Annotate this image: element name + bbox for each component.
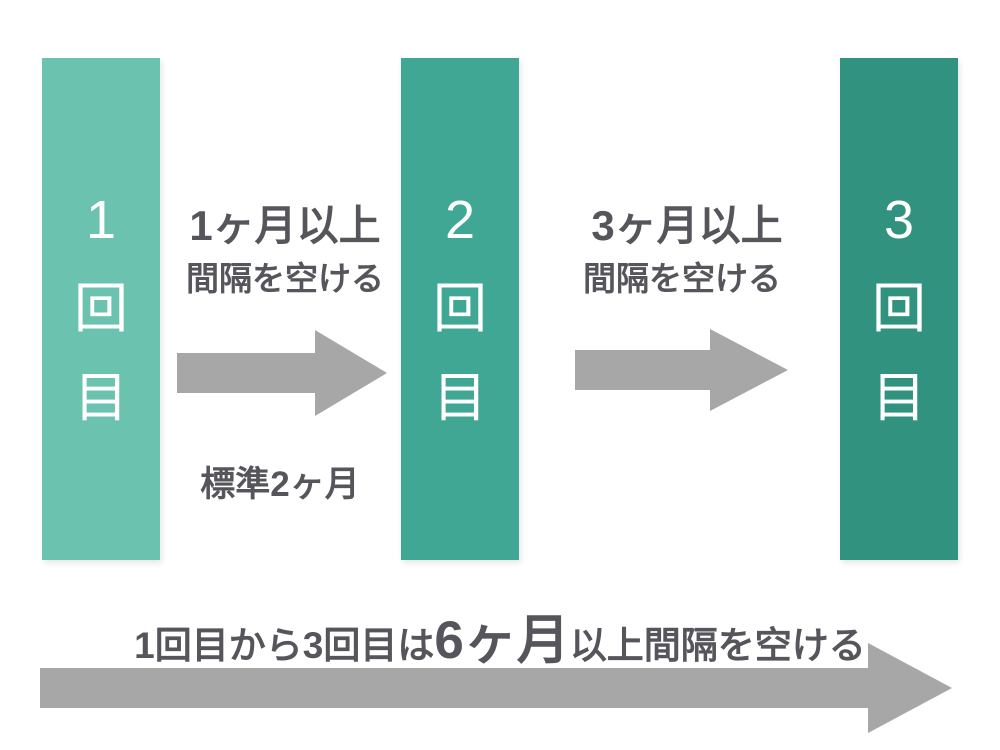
overall-note-prefix: 1回目から3回目は <box>134 625 435 666</box>
dose-2-bar: 2 回 目 <box>401 58 519 560</box>
overall-note-suffix: 以上間隔を空ける <box>569 625 866 666</box>
interval-2-title: 3ヶ月以上 <box>591 202 783 249</box>
interval-1-subtitle: 間隔を空ける <box>186 260 384 297</box>
right-arrow-icon <box>575 329 788 411</box>
arrow-body <box>575 350 710 390</box>
right-arrow-icon <box>177 330 387 416</box>
interval-2-subtitle: 間隔を空ける <box>583 260 781 297</box>
arrow-body <box>177 353 315 393</box>
overall-interval-note: 1回目から3回目は6ヶ月以上間隔を空ける <box>0 598 1000 674</box>
arrow-head <box>868 643 952 733</box>
interval-1-note: 標準2ヶ月 <box>200 465 360 504</box>
right-arrow-icon <box>40 643 952 733</box>
dose-3-bar: 3 回 目 <box>840 58 958 560</box>
overall-note-emphasis: 6ヶ月 <box>434 611 570 670</box>
arrow-head <box>710 329 788 411</box>
dose-1-bar: 1 回 目 <box>42 58 160 560</box>
arrow-body <box>40 668 868 708</box>
dose-1-label: 1 回 目 <box>74 189 128 428</box>
dose-2-label: 2 回 目 <box>433 189 487 428</box>
arrow-head <box>315 330 387 416</box>
interval-1-title: 1ヶ月以上 <box>189 202 381 249</box>
dose-3-label: 3 回 目 <box>872 189 926 428</box>
